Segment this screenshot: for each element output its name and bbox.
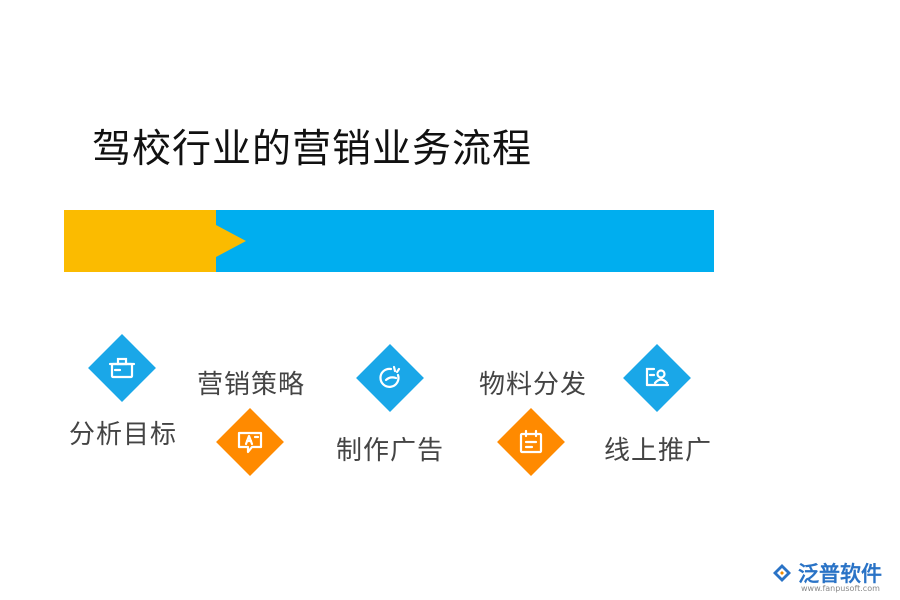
- calendar-icon: [497, 408, 565, 476]
- step-1-label: 分析目标: [69, 420, 178, 450]
- brand-logo: 泛普软件: [770, 555, 882, 591]
- ad-icon: [216, 408, 284, 476]
- user-card-icon: [623, 344, 691, 412]
- brand-url: www.fanpusoft.com: [801, 584, 880, 593]
- step-3-label: 制作广告: [336, 436, 445, 466]
- pot-icon: [88, 334, 156, 402]
- step-4-label: 物料分发: [479, 370, 588, 400]
- banner-yellow-segment: [64, 210, 216, 272]
- brand-name: 泛普软件: [798, 562, 882, 586]
- brand-mark-icon: [773, 564, 791, 582]
- banner-arrow-icon: [216, 225, 246, 257]
- page-title: 驾校行业的营销业务流程: [92, 127, 533, 172]
- step-2-label: 营销策略: [197, 370, 306, 400]
- step-5-label: 线上推广: [604, 436, 713, 466]
- flow-banner: [64, 210, 714, 272]
- banner-blue-segment: [216, 210, 714, 272]
- target-icon: [356, 344, 424, 412]
